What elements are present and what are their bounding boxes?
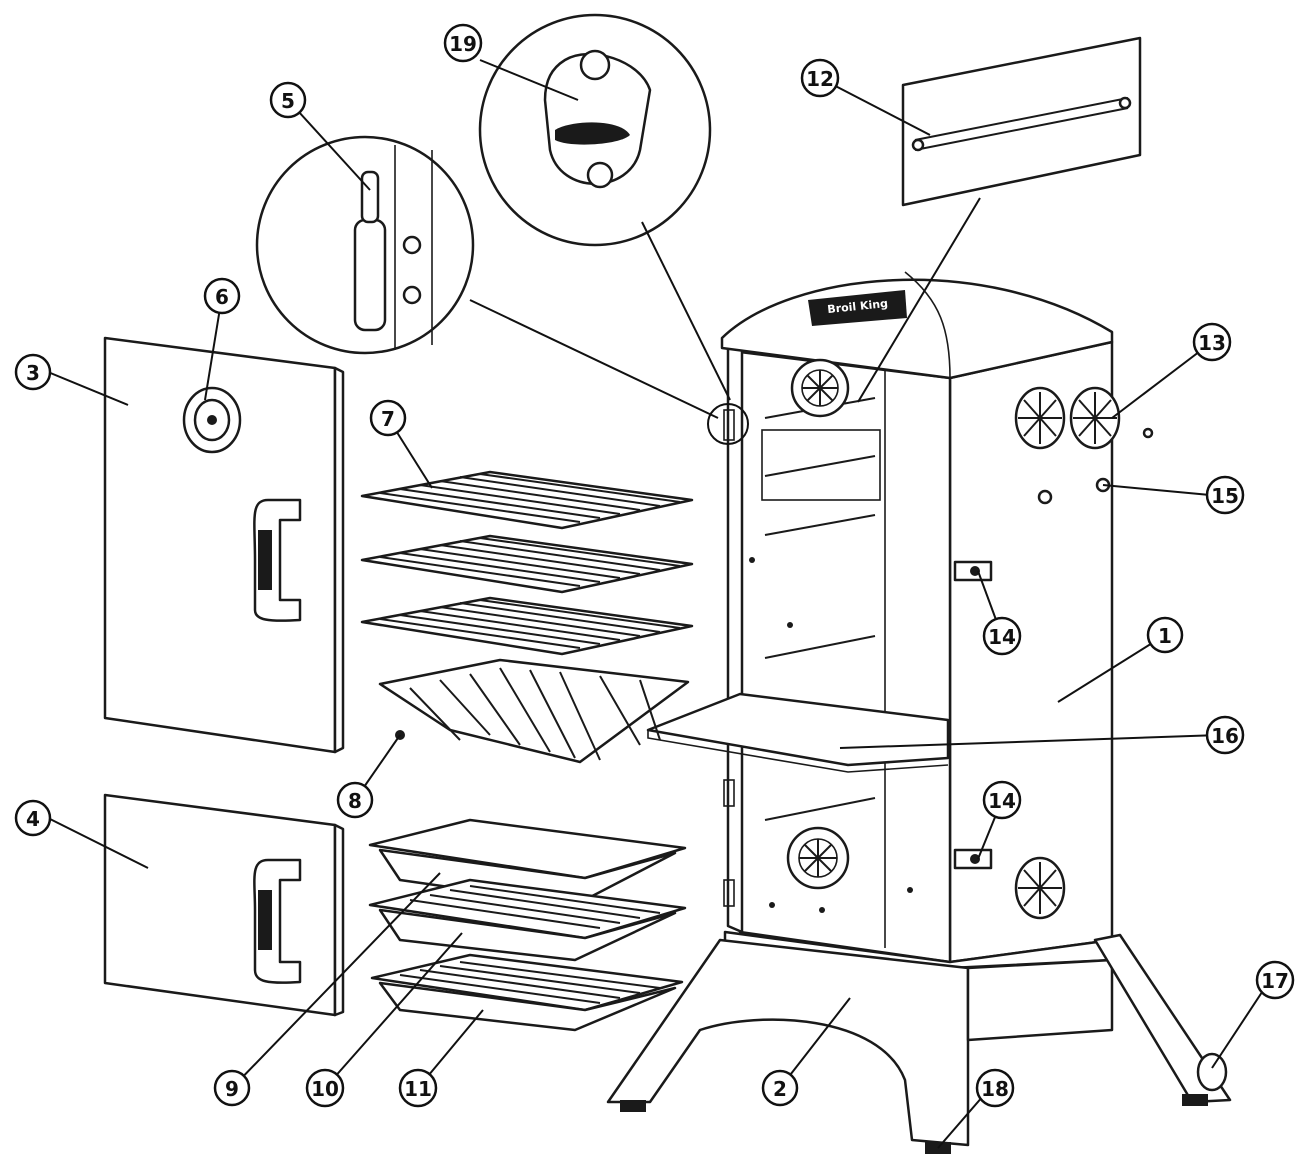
side-vent-bottom (1014, 856, 1066, 920)
svg-text:18: 18 (981, 1077, 1009, 1101)
part-label-14-top: 14 (982, 616, 1022, 656)
water-pan (368, 818, 687, 907)
part-label-1: 1 (1146, 616, 1184, 654)
part-label-13: 13 (1192, 322, 1232, 362)
side-vent-top (1014, 386, 1066, 450)
part-label-4: 4 (14, 799, 52, 837)
part-label-7: 7 (369, 399, 407, 437)
svg-text:2: 2 (773, 1077, 787, 1101)
svg-text:14: 14 (988, 625, 1016, 649)
svg-text:9: 9 (225, 1077, 239, 1101)
part-label-14-bottom: 14 (982, 780, 1022, 820)
part-label-6: 6 (203, 277, 241, 315)
svg-text:17: 17 (1261, 969, 1289, 993)
part-label-5: 5 (269, 81, 307, 119)
part-label-9: 9 (213, 1069, 251, 1107)
part-label-17: 17 (1255, 960, 1295, 1000)
damper-vent-13 (1069, 386, 1121, 450)
part-label-11: 11 (398, 1068, 438, 1108)
thermometer-gauge (182, 386, 242, 454)
bottle-opener-detail-callout (478, 13, 712, 247)
svg-text:13: 13 (1198, 331, 1226, 355)
part-label-15: 15 (1205, 475, 1245, 515)
upper-door (103, 336, 345, 754)
part-label-8: 8 (336, 781, 374, 819)
wood-chip-tray (368, 878, 687, 962)
wheel-17 (1196, 1052, 1228, 1092)
rail-detail-callout (901, 36, 1142, 207)
part-label-16: 16 (1205, 715, 1245, 755)
part-label-19: 19 (443, 23, 483, 63)
part-label-2: 2 (761, 1069, 799, 1107)
hinge-detail-callout (255, 135, 475, 355)
svg-text:5: 5 (281, 89, 295, 113)
base-stand (606, 930, 1232, 1154)
grease-tray (370, 953, 684, 1032)
svg-text:12: 12 (806, 67, 834, 91)
svg-text:10: 10 (311, 1077, 339, 1101)
rib-rack (378, 658, 690, 764)
svg-text:3: 3 (26, 361, 40, 385)
part-label-3: 3 (14, 353, 52, 391)
back-vent-top (790, 358, 850, 418)
door-handle-upper (253, 498, 302, 622)
svg-text:14: 14 (988, 789, 1016, 813)
svg-text:4: 4 (26, 807, 40, 831)
part-label-18: 18 (975, 1068, 1015, 1108)
cooking-grids (360, 470, 694, 656)
lower-door (103, 793, 345, 1017)
svg-text:1: 1 (1158, 624, 1172, 648)
smoker-cabinet: Broil King (720, 271, 1154, 964)
svg-text:15: 15 (1211, 484, 1239, 508)
part-label-12: 12 (800, 58, 840, 98)
svg-text:19: 19 (449, 32, 477, 56)
door-handle-lower (253, 858, 302, 984)
svg-text:7: 7 (381, 407, 395, 431)
brand-logo: Broil King (808, 290, 907, 326)
svg-text:8: 8 (348, 789, 362, 813)
part-label-10: 10 (305, 1068, 345, 1108)
svg-text:Broil King: Broil King (827, 297, 889, 316)
svg-text:6: 6 (215, 285, 229, 309)
back-vent-bottom (786, 826, 850, 890)
svg-text:16: 16 (1211, 724, 1239, 748)
svg-text:11: 11 (404, 1077, 432, 1101)
